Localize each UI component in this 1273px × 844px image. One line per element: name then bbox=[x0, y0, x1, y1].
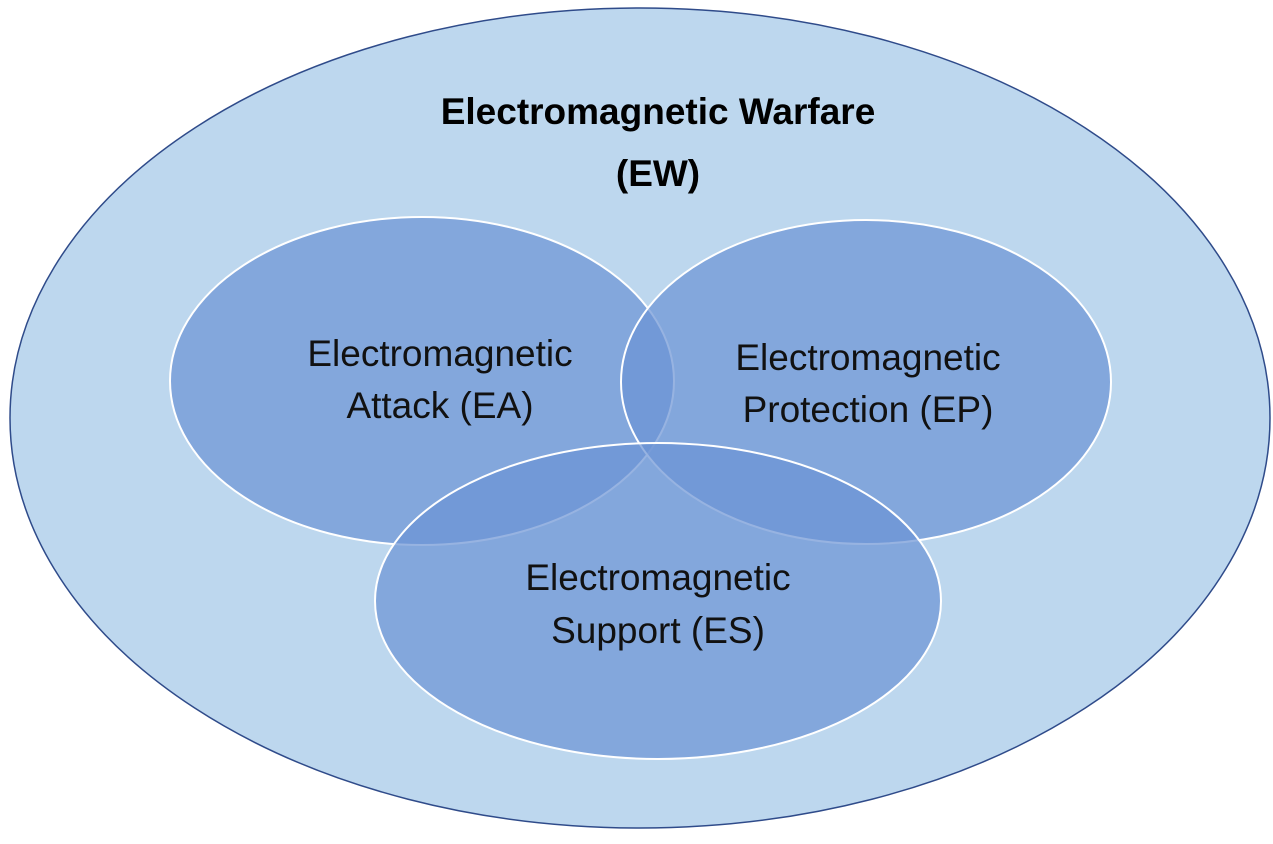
diagram-title-line1: Electromagnetic Warfare bbox=[441, 91, 876, 132]
es-ellipse bbox=[374, 442, 942, 760]
es-label-line1: Electromagnetic bbox=[525, 557, 790, 598]
ea-label-line2: Attack (EA) bbox=[346, 385, 533, 426]
diagram-title-line2: (EW) bbox=[616, 153, 700, 194]
ep-label-line1: Electromagnetic bbox=[735, 337, 1000, 378]
es-label-line2: Support (ES) bbox=[551, 610, 765, 651]
ea-label-line1: Electromagnetic bbox=[307, 333, 572, 374]
ep-label-line2: Protection (EP) bbox=[743, 389, 994, 430]
